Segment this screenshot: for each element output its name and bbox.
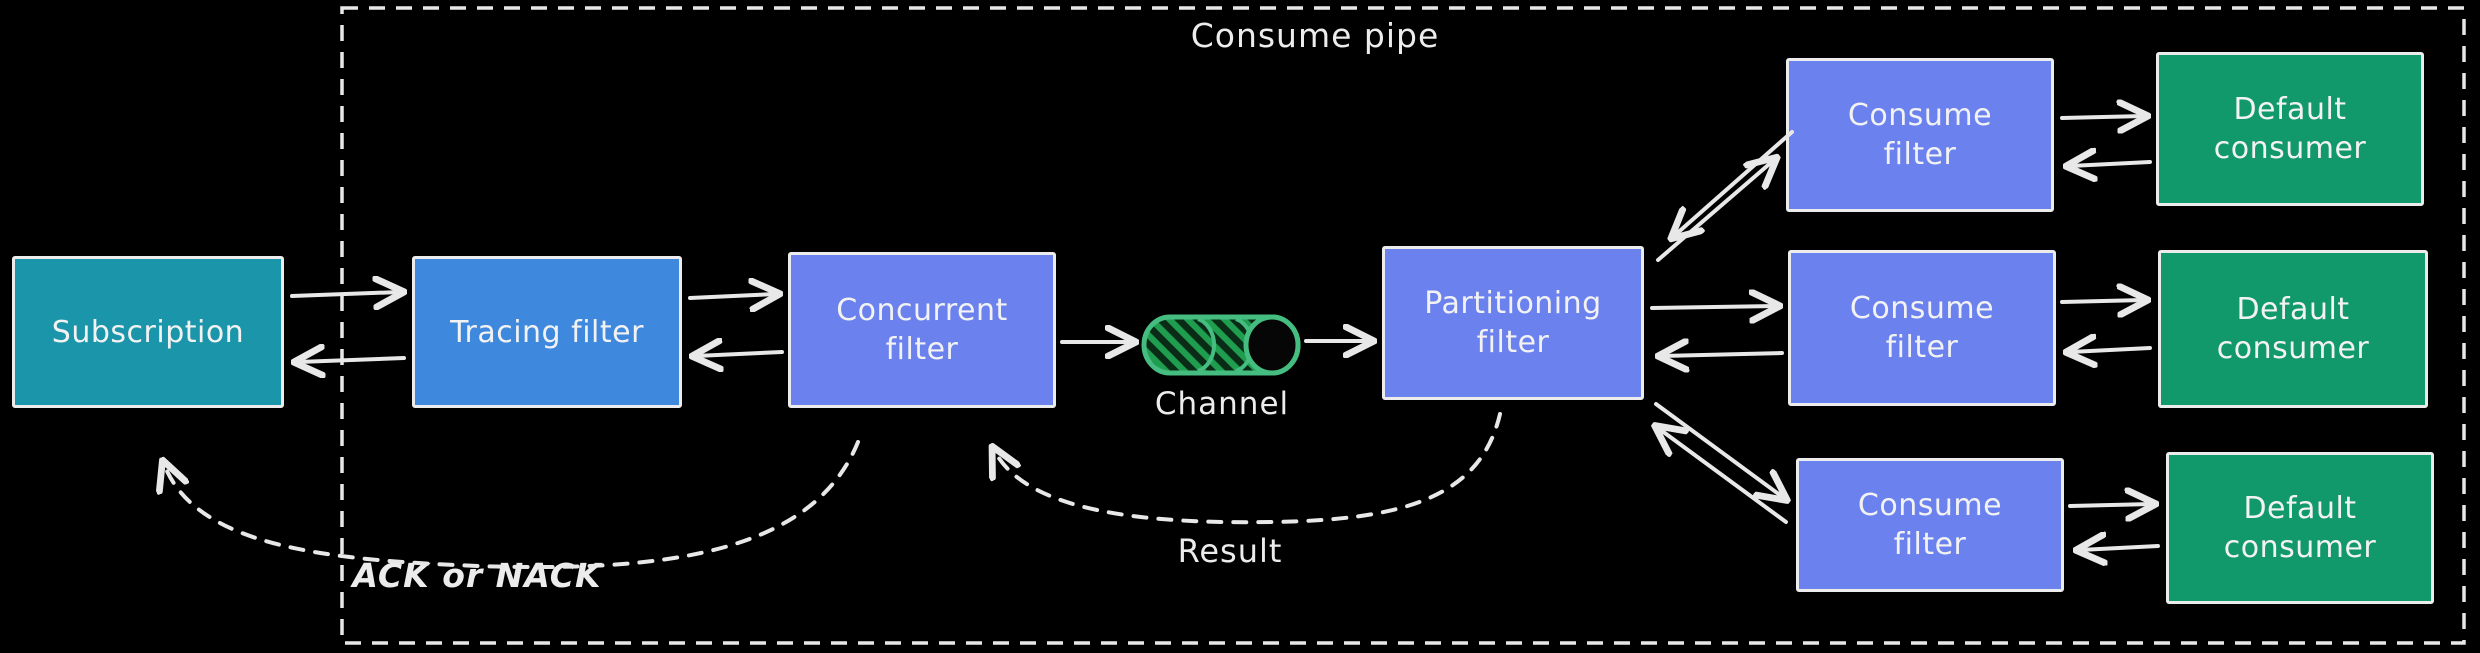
arrow-default3-to-consume3 xyxy=(2080,546,2160,550)
arrow-result-feedback xyxy=(994,412,1502,525)
node-consume-filter-3: Consume filter xyxy=(1796,458,2064,592)
arrow-consume1-to-default1 xyxy=(2060,116,2144,118)
node-concurrent-filter-label: Concurrent filter xyxy=(836,293,1008,367)
arrow-ack-nack-feedback xyxy=(164,440,860,570)
node-consume-filter-2-label: Consume filter xyxy=(1849,291,1995,365)
channel-end-cap xyxy=(1243,314,1301,376)
node-tracing-filter: Tracing filter xyxy=(412,256,682,408)
arrow-partitioning-to-consume3 xyxy=(1654,402,1784,498)
arrow-consume1-to-partitioning xyxy=(1674,130,1794,236)
channel-label: Channel xyxy=(1154,386,1290,422)
arrow-tracing-to-subscription xyxy=(298,358,406,362)
arrow-concurrent-to-tracing xyxy=(696,352,784,356)
arrow-subscription-to-tracing xyxy=(290,292,400,296)
node-subscription-label: Subscription xyxy=(51,314,245,350)
arrow-consume2-to-default2 xyxy=(2060,300,2144,302)
node-default-consumer-2-label: Default consumer xyxy=(2216,292,2370,366)
node-default-consumer-1-label: Default consumer xyxy=(2213,92,2367,166)
node-default-consumer-2: Default consumer xyxy=(2158,250,2428,408)
ack-nack-label: ACK or NACK xyxy=(352,556,602,595)
node-default-consumer-1: Default consumer xyxy=(2156,52,2424,206)
arrow-default2-to-consume2 xyxy=(2070,348,2152,352)
channel-body xyxy=(1141,314,1301,376)
channel-cylinder xyxy=(1141,314,1301,376)
arrow-consume3-to-partitioning xyxy=(1658,428,1788,524)
node-concurrent-filter: Concurrent filter xyxy=(788,252,1056,408)
node-default-consumer-3: Default consumer xyxy=(2166,452,2434,604)
node-partitioning-filter-label: Partitioning filter xyxy=(1424,286,1602,360)
arrow-tracing-to-concurrent xyxy=(688,294,776,298)
arrow-consume3-to-default3 xyxy=(2068,504,2152,506)
node-consume-filter-1-label: Consume filter xyxy=(1847,98,1993,172)
node-consume-filter-2: Consume filter xyxy=(1788,250,2056,406)
arrow-consume2-to-partitioning xyxy=(1662,353,1784,356)
channel-segment-line-2 xyxy=(1235,317,1255,373)
consume-pipe-title: Consume pipe xyxy=(1190,16,1440,55)
node-subscription: Subscription xyxy=(12,256,284,408)
channel-segment-line-1 xyxy=(1197,317,1217,373)
node-partitioning-filter: Partitioning filter xyxy=(1382,246,1644,400)
node-consume-filter-3-label: Consume filter xyxy=(1857,488,2003,562)
result-label: Result xyxy=(1177,532,1283,570)
node-consume-filter-1: Consume filter xyxy=(1786,58,2054,212)
arrow-partitioning-to-consume2 xyxy=(1650,306,1776,308)
arrow-default1-to-consume1 xyxy=(2070,162,2152,166)
node-tracing-filter-label: Tracing filter xyxy=(450,314,644,350)
arrow-partitioning-to-consume1 xyxy=(1656,160,1774,262)
node-default-consumer-3-label: Default consumer xyxy=(2223,491,2377,565)
